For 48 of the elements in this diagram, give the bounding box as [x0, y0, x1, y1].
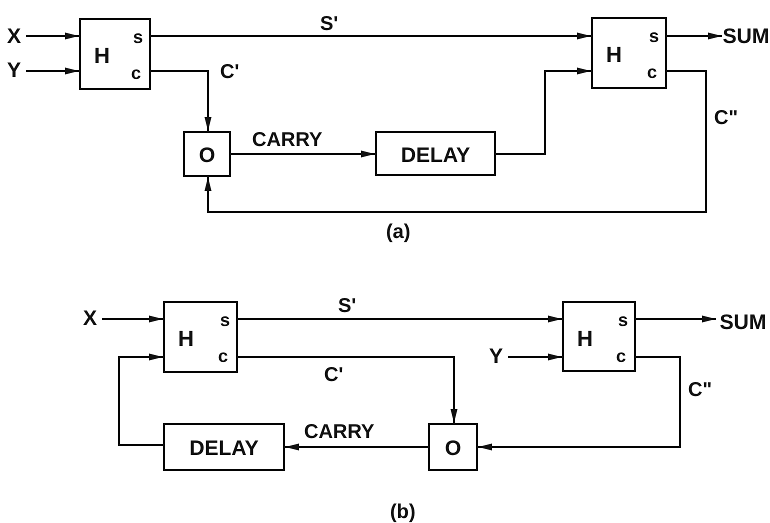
arrow	[204, 70, 707, 213]
signal-label: Y	[484, 344, 508, 370]
block-label: H	[94, 45, 110, 67]
arrow	[102, 316, 163, 322]
block-box	[428, 423, 478, 471]
half-adder-box	[562, 301, 636, 372]
block-label: H	[577, 328, 593, 350]
port-label: c	[218, 347, 228, 365]
half-adder-box	[79, 18, 151, 90]
block-label: DELAY	[400, 144, 472, 166]
half-adder-box	[163, 301, 238, 373]
block-box	[183, 131, 231, 177]
arrow	[238, 356, 458, 423]
block-label: H	[178, 328, 194, 350]
signal-label: X	[2, 24, 26, 50]
arrow	[26, 32, 79, 40]
signal-label: X	[78, 306, 102, 332]
arrow	[285, 444, 428, 450]
port-label: s	[618, 311, 628, 329]
arrow	[238, 316, 562, 322]
block-box	[163, 423, 285, 471]
arrow	[667, 32, 722, 40]
block-label: O	[444, 438, 462, 459]
arrow	[151, 32, 591, 40]
arrow	[478, 356, 681, 450]
panel-caption: (a)	[384, 222, 412, 242]
arrow	[231, 150, 375, 158]
block-label: O	[198, 145, 216, 166]
panel-caption: (b)	[388, 502, 418, 522]
block-label: H	[606, 44, 622, 66]
arrow	[508, 354, 562, 360]
arrow	[636, 316, 716, 322]
block-label: DELAY	[188, 438, 260, 459]
arrow	[118, 354, 163, 446]
port-label: s	[648, 27, 659, 45]
port-label: c	[130, 64, 141, 82]
arrow	[151, 70, 212, 131]
arrow	[496, 68, 591, 155]
block-box	[375, 131, 496, 176]
signal-label: Y	[2, 58, 26, 84]
port-label: s	[132, 28, 143, 46]
port-label: c	[616, 347, 626, 365]
signal-label: SUM	[722, 24, 770, 50]
arrow	[26, 68, 79, 74]
half-adder-box	[591, 17, 667, 89]
signal-label: SUM	[716, 310, 770, 336]
port-label: s	[220, 311, 230, 329]
port-label: c	[646, 63, 657, 81]
